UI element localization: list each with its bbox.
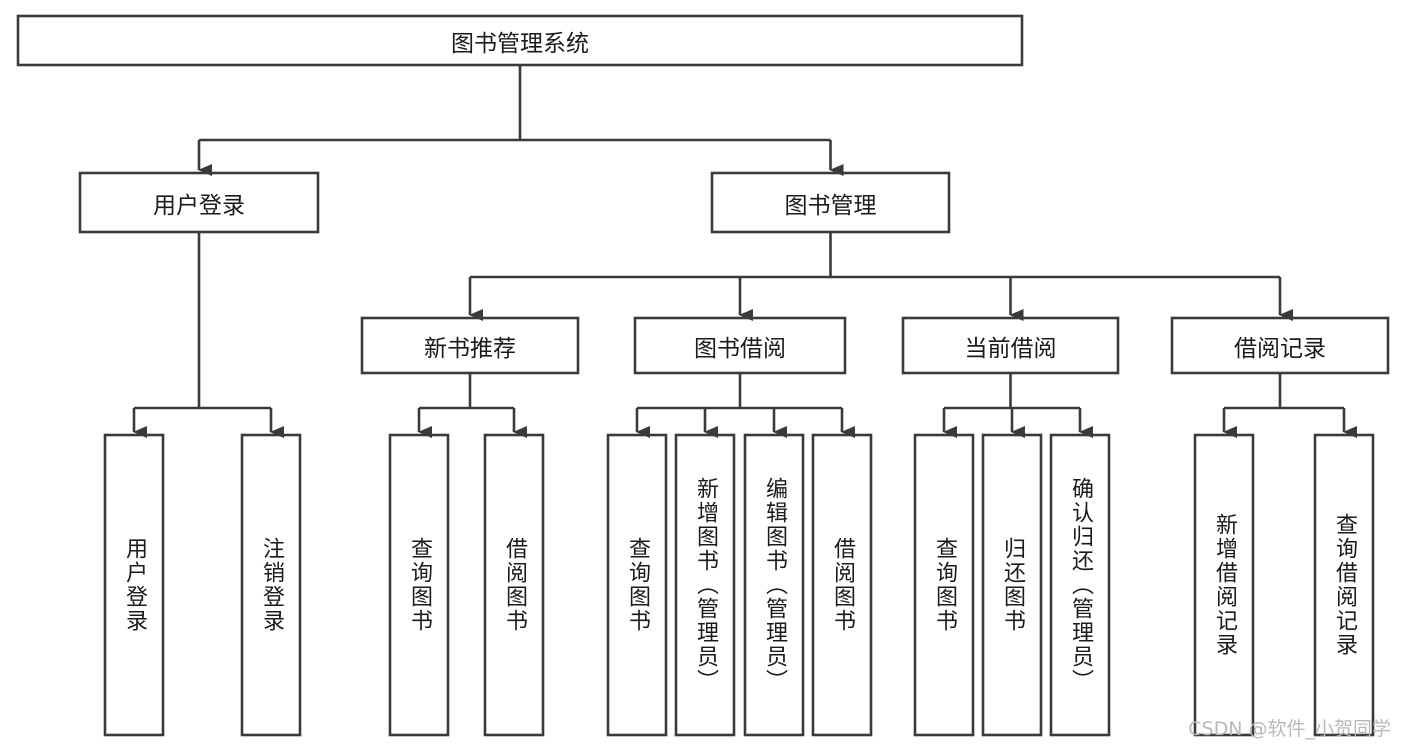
node-box-root[interactable] [16, 14, 1024, 67]
node-box-leaf-user-login[interactable] [103, 433, 165, 737]
node-box-leaf-add-book-admin[interactable] [674, 433, 736, 737]
edges-layer [132, 65, 1357, 438]
boxes-layer [16, 14, 1390, 737]
node-box-leaf-edit-book-admin[interactable] [743, 433, 805, 737]
node-box-leaf-return-book[interactable] [981, 433, 1043, 737]
node-box-leaf-borrow-book-1[interactable] [483, 433, 545, 737]
node-box-book-borrow[interactable] [633, 316, 847, 375]
node-box-current-borrow[interactable] [901, 316, 1120, 375]
node-box-leaf-query-borrow-record[interactable] [1313, 433, 1375, 737]
node-box-leaf-query-book-2[interactable] [606, 433, 668, 737]
node-box-leaf-add-borrow-record[interactable] [1193, 433, 1255, 737]
node-box-new-book-recommend[interactable] [360, 316, 580, 375]
node-box-borrow-record[interactable] [1170, 316, 1390, 375]
node-box-leaf-query-book-1[interactable] [388, 433, 450, 737]
node-box-leaf-logout[interactable] [240, 433, 302, 737]
node-box-book-manage[interactable] [710, 171, 951, 234]
node-box-leaf-borrow-book-2[interactable] [811, 433, 873, 737]
node-box-user-login[interactable] [78, 171, 320, 234]
node-box-leaf-confirm-return-admin[interactable] [1049, 433, 1111, 737]
node-box-leaf-query-book-3[interactable] [913, 433, 975, 737]
